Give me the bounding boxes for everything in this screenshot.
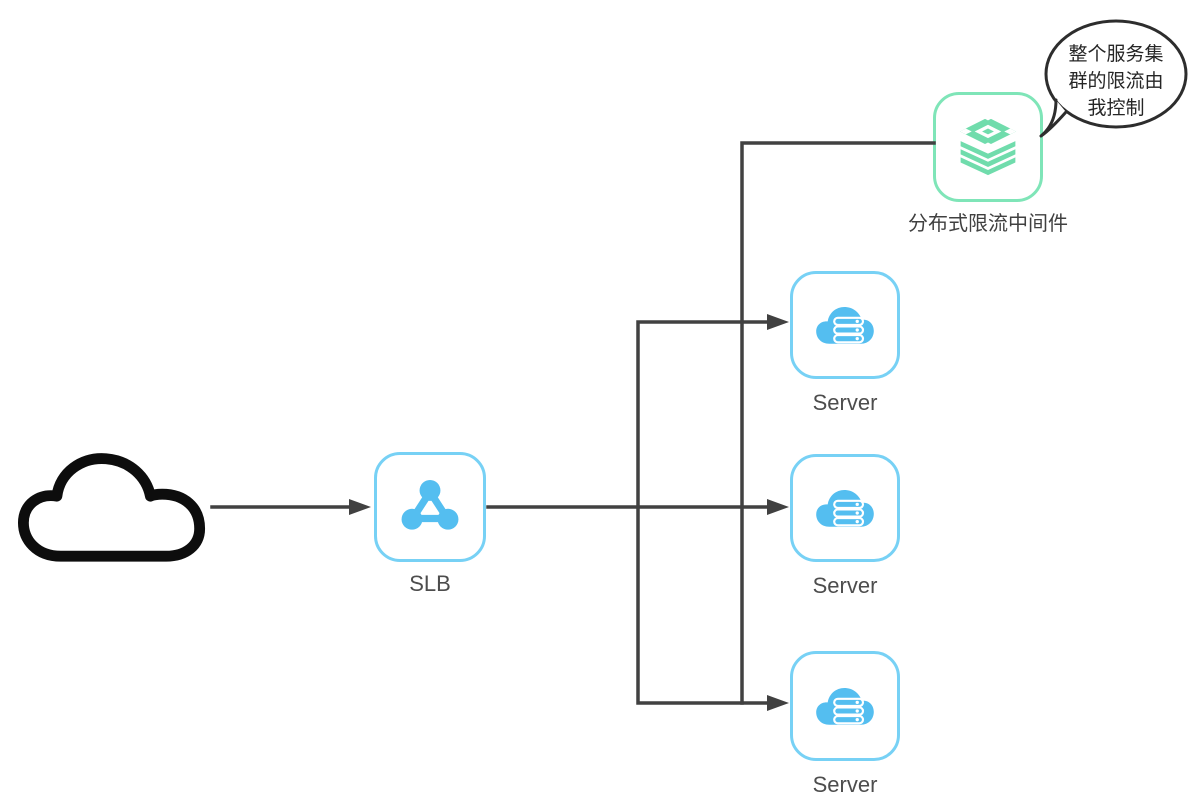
arrowhead-server2 — [767, 499, 789, 515]
server-label-3: Server — [812, 772, 878, 797]
speech-bubble-line-1: 整个服务集 — [1068, 44, 1164, 65]
arrowhead-server3 — [767, 695, 789, 711]
server-node-3 — [790, 651, 900, 761]
server-node-1 — [790, 271, 900, 379]
server-label-1: Server — [812, 390, 878, 415]
middleware-label: 分布式限流中间件 — [908, 213, 1068, 235]
slb-node — [374, 452, 486, 562]
cloud-server-icon — [816, 489, 874, 527]
cloud-icon — [17, 453, 206, 562]
arrowhead-server1 — [767, 314, 789, 330]
load-balancer-network-icon — [401, 480, 459, 530]
cloud-server-icon — [816, 306, 874, 344]
middleware-node — [933, 92, 1043, 202]
connector-branch-trunk — [636, 320, 771, 705]
speech-bubble-text: 整个服务集 群的限流由 我控制 — [1048, 41, 1184, 122]
speech-bubble-line-3: 我控制 — [1087, 98, 1145, 119]
slb-label: SLB — [409, 571, 451, 596]
server-label-2: Server — [812, 573, 878, 598]
cloud-server-icon — [816, 687, 874, 725]
server-node-2 — [790, 454, 900, 562]
stacked-layers-icon — [959, 114, 1017, 176]
arrowhead-slb — [349, 499, 371, 515]
speech-bubble-line-2: 群的限流由 — [1068, 71, 1164, 92]
internet-cloud-node — [14, 442, 212, 570]
